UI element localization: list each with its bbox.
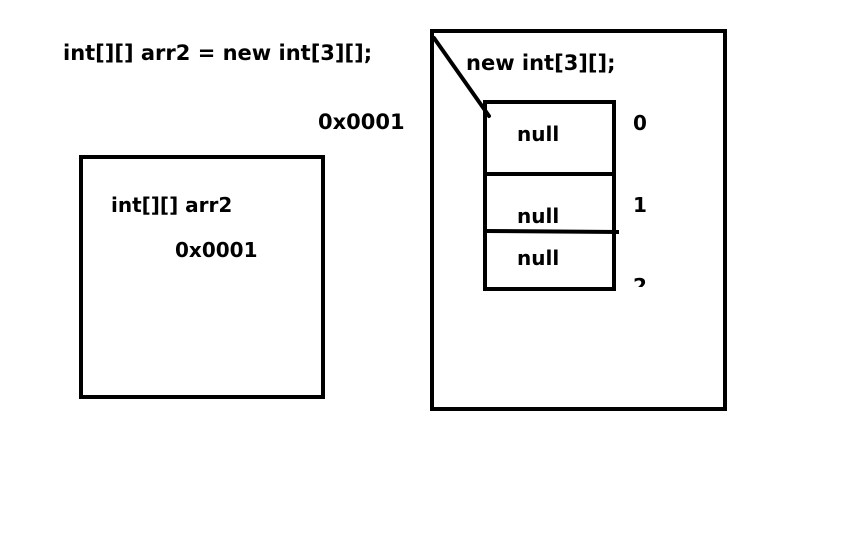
slot-index-2-clip: 2	[630, 272, 650, 287]
slot-index-2: 2	[633, 274, 647, 287]
array-outer-box	[483, 100, 616, 291]
slot-index-0: 0	[633, 111, 647, 135]
slot-divider-1	[484, 229, 620, 234]
heap-object-label: new int[3][];	[466, 51, 616, 75]
pointer-line	[432, 36, 491, 118]
stack-frame-box	[79, 155, 325, 399]
slot-value-1: null	[517, 204, 560, 228]
stack-variable-name: int[][] arr2	[111, 193, 233, 217]
stack-variable-value: 0x0001	[175, 238, 258, 262]
heap-address-label: 0x0001	[318, 110, 405, 134]
slot-value-2: null	[517, 246, 560, 270]
slot-index-1: 1	[633, 193, 647, 217]
slot-value-0: null	[517, 122, 560, 146]
heap-region-box	[430, 29, 727, 411]
code-statement: int[][] arr2 = new int[3][];	[63, 41, 373, 65]
